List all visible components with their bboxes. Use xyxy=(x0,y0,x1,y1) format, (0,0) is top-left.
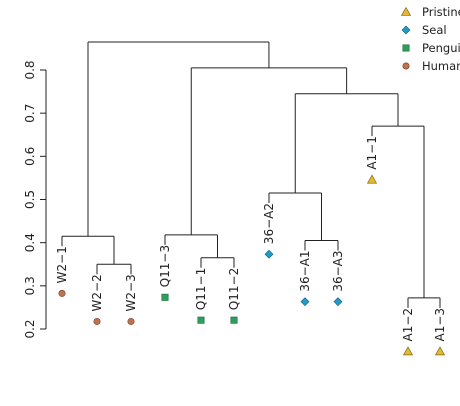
legend-label-pristine: Pristine xyxy=(422,5,460,19)
y-tick-label: 0.6 xyxy=(23,147,37,166)
leaf-marker-w2-2 xyxy=(93,317,101,325)
y-tick-label: 0.2 xyxy=(23,319,37,338)
leaf-label-a1-1: A1−1 xyxy=(365,136,379,170)
y-axis: 0.2 0.3 0.4 0.5 0.6 0.7 0.8 xyxy=(23,60,47,339)
y-tick-label: 0.3 xyxy=(23,276,37,295)
y-tick-label: 0.8 xyxy=(23,60,37,79)
y-tick-label: 0.7 xyxy=(23,104,37,123)
leaf-label-q11-2: Q11−2 xyxy=(227,268,241,310)
legend-marker-penguin xyxy=(402,44,410,52)
leaf-label-a1-2: A1−2 xyxy=(401,308,415,342)
leaf-marker-36-a3 xyxy=(333,297,343,307)
leaf-label-q11-3: Q11−3 xyxy=(158,245,172,287)
leaf-marker-w2-1 xyxy=(58,289,66,297)
leaf-label-w2-1: W2−1 xyxy=(55,246,69,283)
legend-marker-human xyxy=(402,62,410,70)
legend-label-penguin: Penguin xyxy=(422,41,460,55)
dendrogram-tree xyxy=(61,41,441,308)
y-tick-label: 0.4 xyxy=(23,233,37,252)
leaf-marker-36-a1 xyxy=(300,297,310,307)
leaf-marker-q11-2 xyxy=(230,316,238,324)
leaf-marker-a1-2 xyxy=(402,346,414,356)
legend: PristineSealPenguinHuman xyxy=(400,5,460,73)
leaf-label-36-a2: 36−A2 xyxy=(262,203,276,244)
leaf-marker-q11-3 xyxy=(161,293,169,301)
leaf-label-a1-3: A1−3 xyxy=(433,308,447,342)
leaf-marker-a1-1 xyxy=(366,174,378,184)
legend-marker-pristine xyxy=(400,6,412,16)
leaf-label-36-a3: 36−A3 xyxy=(331,251,345,292)
leaf-marker-q11-1 xyxy=(197,316,205,324)
leaf-marker-a1-3 xyxy=(434,346,446,356)
leaf-marker-36-a2 xyxy=(264,249,274,259)
legend-marker-seal xyxy=(401,25,411,35)
leaf-label-w2-3: W2−3 xyxy=(124,274,138,311)
legend-label-human: Human xyxy=(422,59,460,73)
leaf-label-36-a1: 36−A1 xyxy=(298,251,312,292)
leaf-marker-w2-3 xyxy=(127,317,135,325)
leaf-label-w2-2: W2−2 xyxy=(90,274,104,311)
legend-label-seal: Seal xyxy=(422,23,447,37)
y-tick-label: 0.5 xyxy=(23,190,37,209)
leaf-label-q11-1: Q11−1 xyxy=(194,268,208,310)
